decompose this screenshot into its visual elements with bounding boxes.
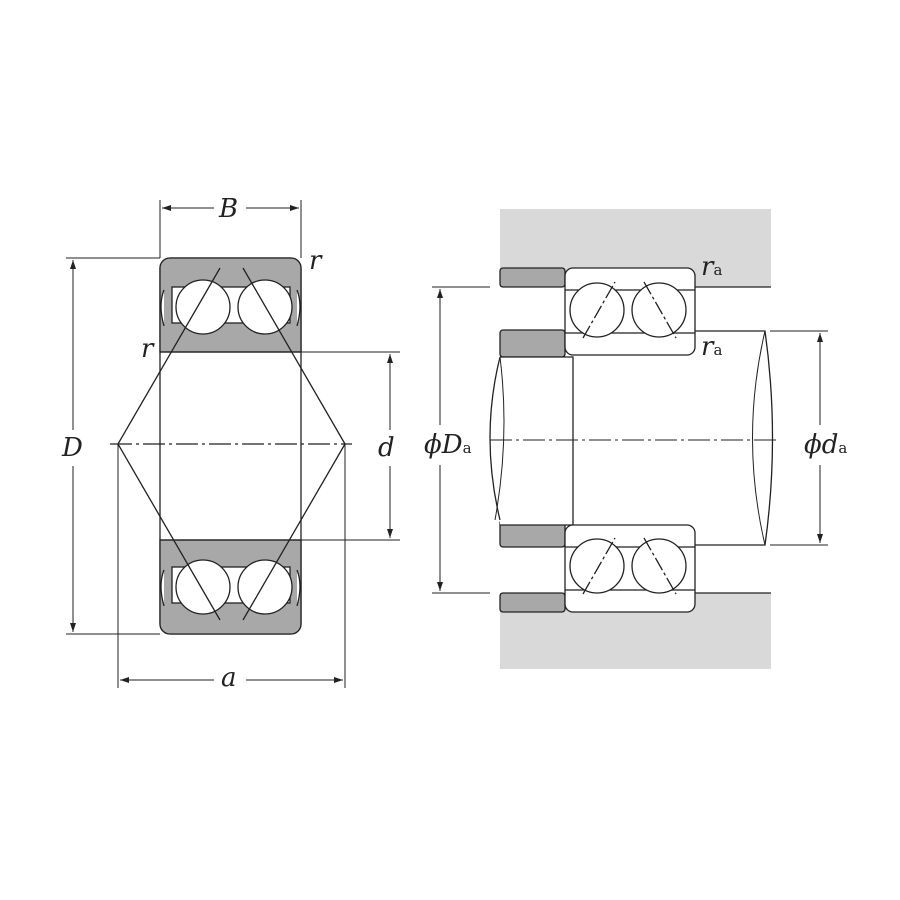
label-ra-top: ra — [701, 254, 722, 280]
da-sub: a — [838, 439, 848, 457]
ra-top-main: r — [701, 252, 714, 282]
ra-top-sub: a — [713, 261, 723, 279]
right-dimensions — [432, 286, 828, 594]
label-B: B — [219, 194, 239, 224]
ra-bottom-sub: a — [713, 341, 723, 359]
label-d: d — [378, 433, 395, 463]
label-D: D — [62, 433, 83, 463]
label-ra-bottom: ra — [701, 334, 722, 360]
label-r-top: r — [309, 246, 322, 276]
label-phi-da: ϕda — [804, 430, 848, 460]
ra-bottom-main: r — [701, 332, 714, 362]
da-main: ϕd — [804, 430, 839, 460]
Da-main: ϕD — [424, 430, 463, 460]
Da-sub: a — [462, 439, 472, 457]
label-a: a — [221, 663, 237, 693]
left-bearing — [110, 257, 352, 635]
left-dimensions — [66, 200, 400, 688]
label-phi-Da: ϕDa — [424, 432, 472, 458]
label-r-inner: r — [141, 334, 154, 364]
right-assembly — [489, 209, 780, 669]
